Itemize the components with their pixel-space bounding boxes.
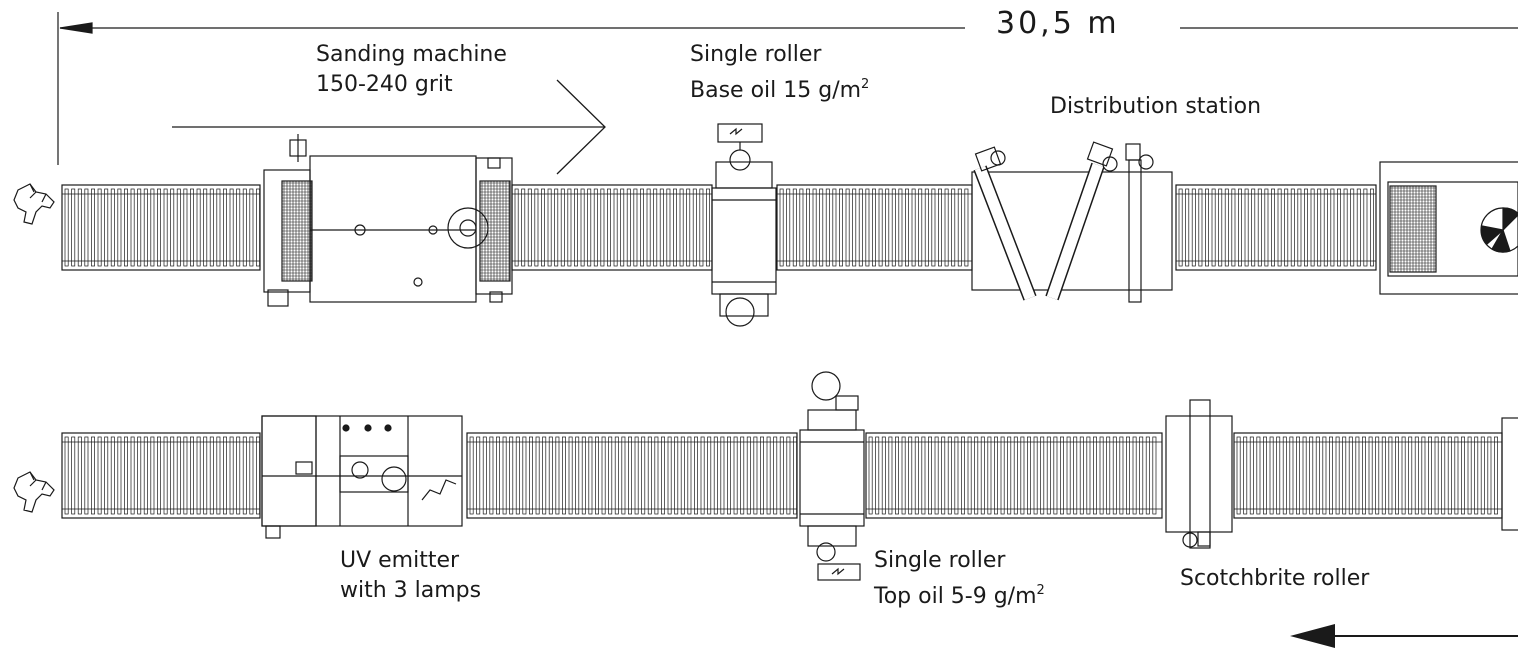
operator-hand-icon xyxy=(13,471,55,513)
label-scotchbrite-roller: Scotchbrite roller xyxy=(1180,564,1369,594)
operator-hand-icon xyxy=(13,183,55,225)
label-line: UV emitter xyxy=(340,548,460,573)
label-line: Single roller xyxy=(874,548,1006,573)
sanding-machine xyxy=(263,134,513,307)
finishing-machine xyxy=(1379,161,1518,295)
edge-machine xyxy=(1501,417,1518,531)
length-dimension: 30,5 m xyxy=(996,6,1120,41)
label-uv-emitter: UV emitter with 3 lamps xyxy=(340,546,481,606)
conveyor-bottom-4 xyxy=(1233,432,1503,519)
scotchbrite-roller xyxy=(1165,399,1233,549)
conveyor-bottom-3 xyxy=(865,432,1163,519)
flow-arrow-return xyxy=(1290,624,1518,648)
uv-emitter xyxy=(261,415,463,539)
label-distribution-station: Distribution station xyxy=(1050,92,1261,122)
conveyor-top-4 xyxy=(1175,184,1377,271)
dimension-line xyxy=(57,12,1518,165)
conveyor-bottom-2 xyxy=(466,432,798,519)
label-single-roller-top: Single roller Top oil 5-9 g/m2 xyxy=(874,546,1045,612)
label-sanding-machine: Sanding machine 150-240 grit xyxy=(316,40,507,100)
conveyor-top-3 xyxy=(776,184,973,271)
label-line: Scotchbrite roller xyxy=(1180,566,1370,591)
label-line: Top oil 5-9 g/m2 xyxy=(874,583,1045,609)
label-line: Single roller xyxy=(690,42,822,67)
conveyor-top-2 xyxy=(511,184,713,271)
label-single-roller-base: Single roller Base oil 15 g/m2 xyxy=(690,40,869,106)
label-line: Sanding machine xyxy=(316,42,507,67)
single-roller-base-oil xyxy=(711,123,777,327)
label-line: with 3 lamps xyxy=(340,578,482,603)
single-roller-top-oil xyxy=(799,371,865,581)
label-line: 150-240 grit xyxy=(316,72,453,97)
label-line: Base oil 15 g/m2 xyxy=(690,77,870,103)
distribution-station xyxy=(971,141,1173,303)
conveyor-top-1 xyxy=(61,184,261,271)
conveyor-bottom-1 xyxy=(61,432,261,519)
label-line: Distribution station xyxy=(1050,94,1262,119)
flow-arrow-forward xyxy=(172,79,606,175)
